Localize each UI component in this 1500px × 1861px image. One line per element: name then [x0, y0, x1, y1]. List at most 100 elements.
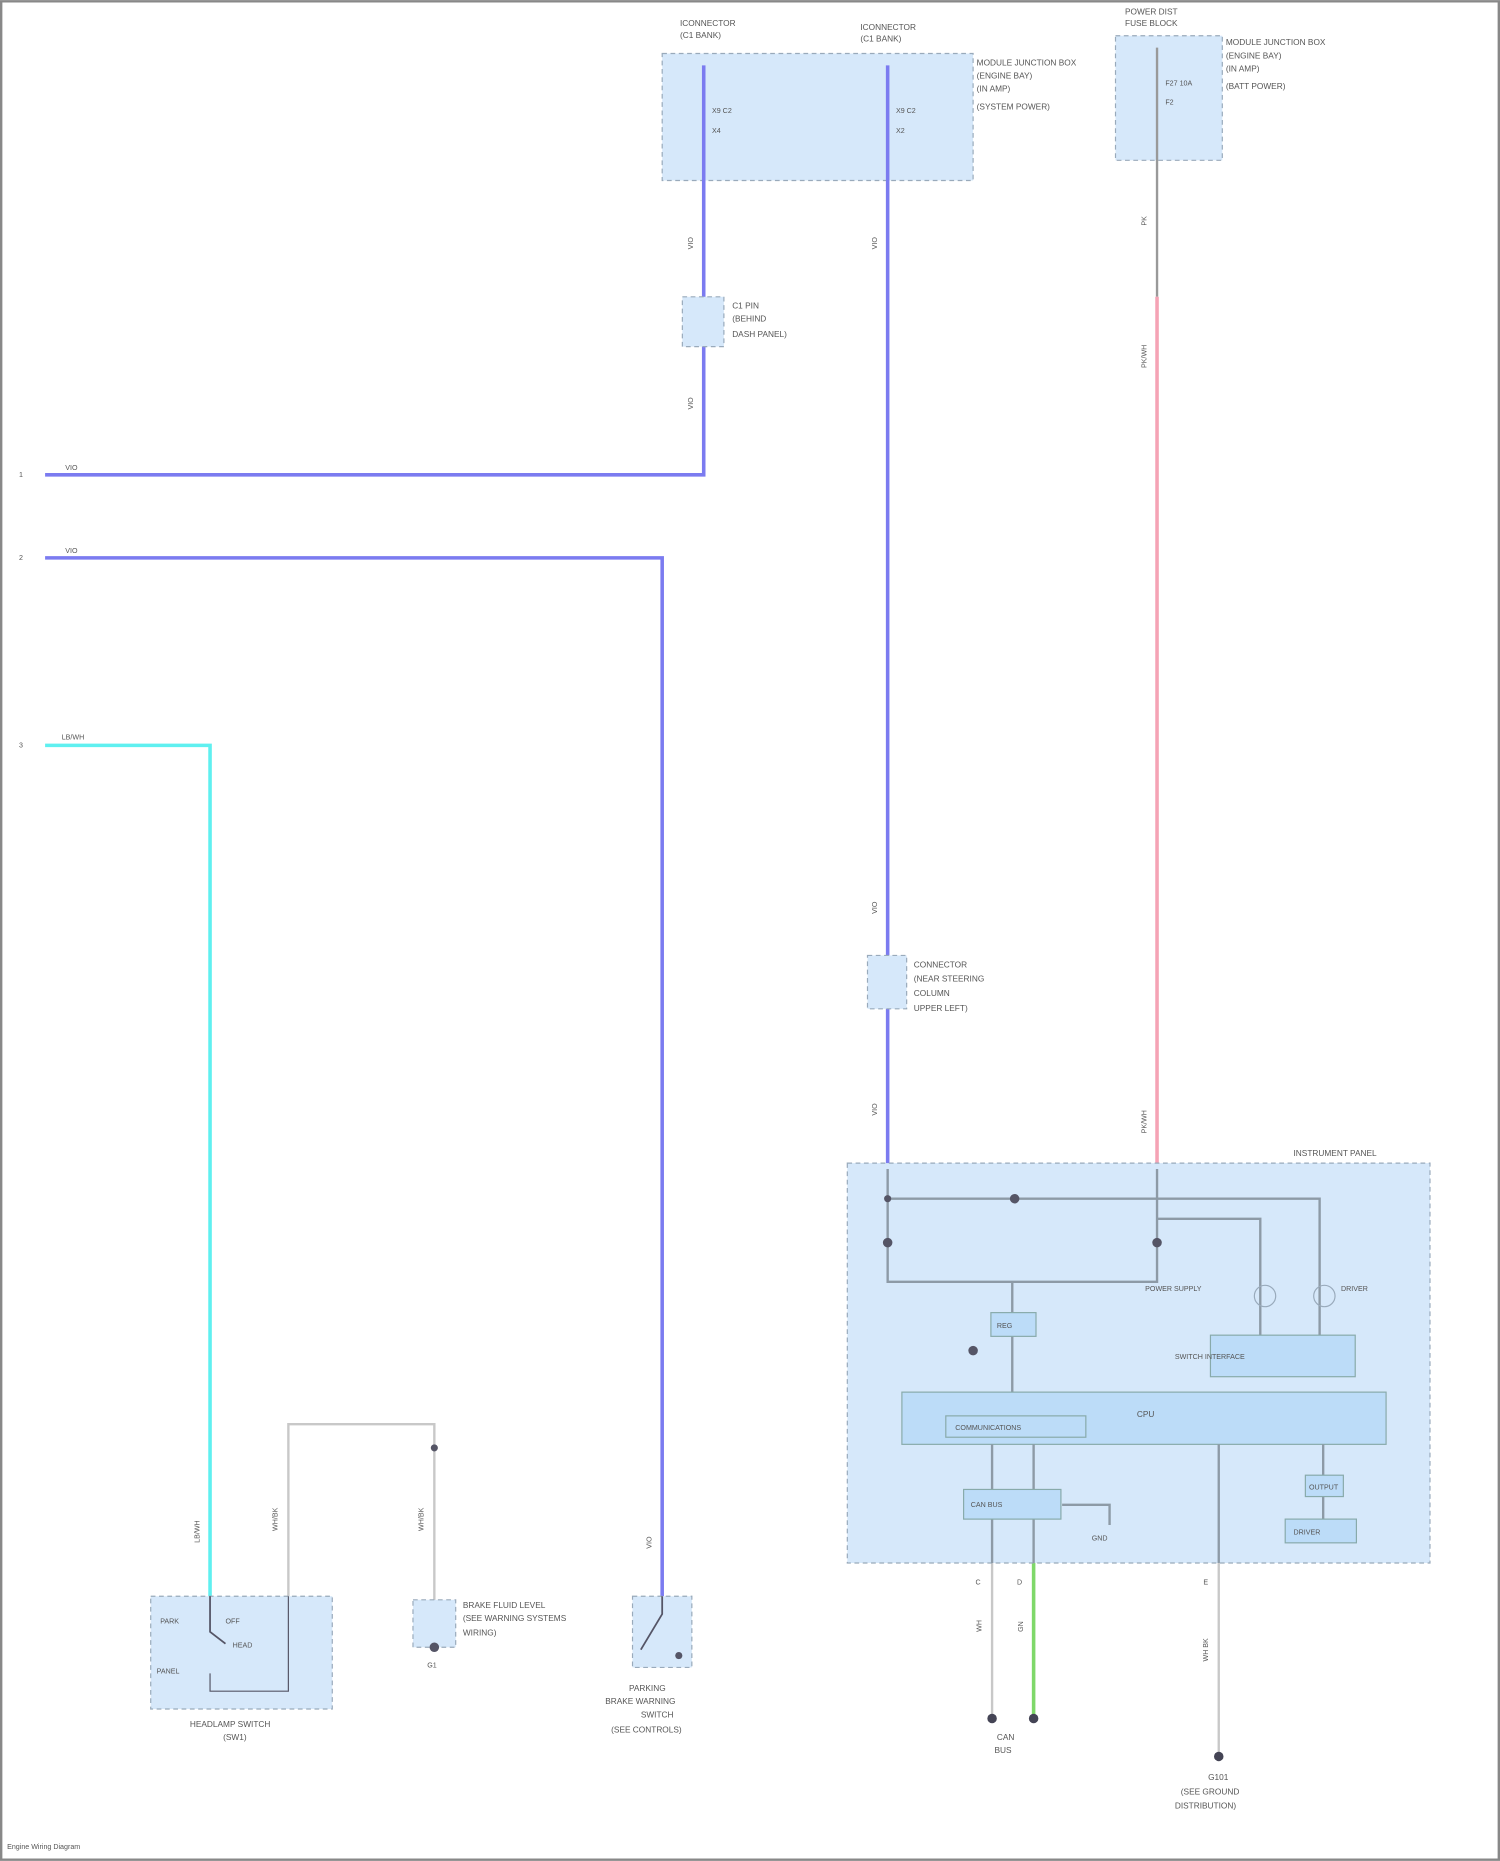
- wire-violet-1: [45, 65, 706, 477]
- interface-label: SWITCH INTERFACE: [1175, 1353, 1245, 1361]
- fuse-block-sub: FUSE BLOCK: [1125, 18, 1178, 28]
- wire-white-black: [287, 1422, 436, 1644]
- brake-fluid-sensor: [412, 1599, 457, 1648]
- pin-label: X2: [896, 127, 905, 135]
- fuse-block-title: POWER DIST: [1125, 6, 1178, 16]
- comm-block: [945, 1415, 1087, 1438]
- can-transceiver-block: [963, 1488, 1062, 1520]
- fuse-block: [1114, 35, 1223, 161]
- sensor-label: WIRING): [463, 1627, 497, 1637]
- can-label: CAN BUS: [971, 1501, 1003, 1509]
- wire-cyan: [45, 743, 212, 1597]
- inline-connector-label: CONNECTOR: [914, 959, 967, 969]
- can-terminal: [1028, 1713, 1039, 1724]
- wire-label: VIO: [65, 547, 78, 555]
- can-terminal: [987, 1713, 997, 1724]
- footer-label: Engine Wiring Diagram: [7, 1843, 80, 1851]
- wire-label: VIO: [687, 237, 695, 250]
- internal-line: [1157, 1217, 1262, 1336]
- splice-dot: [430, 1444, 438, 1452]
- module-note: (BATT POWER): [1226, 81, 1286, 91]
- power-supply-label: POWER SUPPLY: [1145, 1285, 1202, 1293]
- wire-label: VIO: [646, 1536, 654, 1549]
- inline-connector-label: C1 PIN: [732, 301, 759, 311]
- switch-pin-label: OFF: [225, 1618, 240, 1626]
- module-note: (ENGINE BAY): [1226, 50, 1282, 60]
- switch-pin-label: PANEL: [157, 1667, 180, 1675]
- splice-dot: [884, 1195, 892, 1203]
- brake-switch-label: PARKING: [629, 1683, 666, 1693]
- wire-label: VIO: [871, 901, 879, 914]
- brake-switch-label: (SEE CONTROLS): [611, 1725, 682, 1735]
- wire-label: PK/WH: [1140, 1110, 1148, 1133]
- pin-label: X4: [712, 127, 721, 135]
- inline-connector-label: UPPER LEFT): [914, 1003, 968, 1013]
- output-label: OUTPUT: [1309, 1483, 1339, 1491]
- sensor-label: (SEE WARNING SYSTEMS: [463, 1613, 567, 1623]
- interface-block: [1209, 1334, 1356, 1378]
- ground-label: (SEE GROUND: [1181, 1786, 1240, 1796]
- module-title: INSTRUMENT PANEL: [1294, 1148, 1378, 1158]
- wire-label: VIO: [687, 397, 695, 410]
- switch-pin-label: PARK: [160, 1618, 179, 1626]
- brake-switch-label: SWITCH: [641, 1709, 674, 1719]
- brake-switch-label: BRAKE WARNING: [605, 1696, 675, 1706]
- inline-connector-label: DASH PANEL): [732, 329, 787, 339]
- splice-dot: [882, 1237, 893, 1248]
- junction-box-1: [661, 52, 974, 182]
- pin-label: X9 C2: [712, 107, 732, 115]
- output-block: [1304, 1474, 1344, 1498]
- wire-violet-3: [45, 556, 664, 1597]
- headlamp-switch: [150, 1595, 333, 1710]
- ground-dot: [429, 1642, 440, 1653]
- ground-label: G101: [1208, 1772, 1229, 1782]
- wire-label: PK/WH: [1140, 345, 1148, 368]
- module-note: (SYSTEM POWER): [977, 101, 1051, 111]
- wire-label: WH/BK: [272, 1507, 280, 1531]
- can-label: BUS: [994, 1745, 1012, 1755]
- inline-connector-label: (BEHIND: [732, 314, 766, 324]
- switch-contact-icon: [640, 1596, 664, 1651]
- regulator-label: REG: [997, 1322, 1012, 1330]
- switch-label: HEADLAMP SWITCH: [190, 1719, 271, 1729]
- switch-contact-icon: [209, 1596, 227, 1645]
- cpu-label: CPU: [1137, 1409, 1155, 1419]
- off-page-ref: 3: [19, 742, 23, 750]
- module-note: MODULE JUNCTION BOX: [1226, 37, 1326, 47]
- driver-label: DRIVER: [1341, 1285, 1368, 1293]
- gnd-label: GND: [1092, 1534, 1108, 1542]
- wire-label: PK: [1140, 216, 1148, 226]
- switch-label: (SW1): [223, 1732, 247, 1742]
- comm-label: COMMUNICATIONS: [955, 1424, 1021, 1432]
- wire-label: LB/WH: [193, 1520, 201, 1543]
- connector-1-title: ICONNECTOR: [680, 18, 736, 28]
- transistor-icon: [1313, 1284, 1336, 1308]
- connector-2-sub: (C1 BANK): [860, 34, 901, 44]
- switch-internal: [209, 1596, 289, 1692]
- pin-label: C: [975, 1578, 980, 1586]
- wire-label: VIO: [871, 237, 879, 250]
- splice-dot: [1009, 1193, 1020, 1204]
- module-note: (ENGINE BAY): [977, 70, 1033, 80]
- inline-connector-label: COLUMN: [914, 988, 950, 998]
- wire-label: GN: [1017, 1621, 1025, 1632]
- off-page-ref: 1: [19, 471, 23, 479]
- inline-connector-1: [681, 296, 725, 348]
- wire-label: VIO: [65, 464, 78, 472]
- splice-dot: [1152, 1237, 1162, 1248]
- internal-line: [1062, 1503, 1111, 1526]
- pin-label: E: [1203, 1578, 1208, 1586]
- pin-label: X9 C2: [896, 107, 916, 115]
- off-page-ref: 2: [19, 554, 23, 562]
- inline-connector-2: [866, 954, 908, 1010]
- switch-pin-label: HEAD: [233, 1641, 253, 1649]
- can-label: CAN: [997, 1732, 1015, 1742]
- wire-labels: VIO VIO VIO VIO VIO VIO VIO LB/WH PK PK/…: [62, 216, 1210, 1662]
- driver-block: [1284, 1518, 1358, 1544]
- ground-dot: [675, 1652, 683, 1660]
- internal-line: [887, 1197, 1321, 1336]
- wire-label: WH: [975, 1620, 983, 1632]
